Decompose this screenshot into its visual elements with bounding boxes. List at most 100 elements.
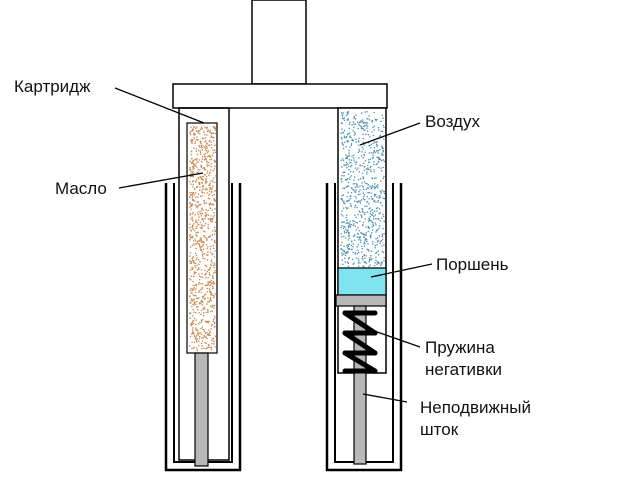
speckle: [361, 251, 363, 253]
speckle: [347, 118, 349, 120]
speckle: [207, 310, 209, 312]
speckle: [368, 142, 370, 144]
left-damper-rod: [194, 352, 209, 467]
speckle: [200, 313, 202, 316]
speckle: [205, 150, 207, 152]
speckle: [376, 156, 378, 158]
speckle: [340, 226, 342, 229]
speckle: [203, 202, 205, 205]
speckle: [357, 233, 359, 235]
speckle: [199, 141, 201, 143]
speckle: [373, 265, 376, 267]
speckle: [193, 317, 196, 319]
speckle: [190, 292, 192, 294]
speckle: [342, 144, 344, 146]
speckle: [206, 192, 208, 194]
speckle: [192, 220, 194, 222]
speckle: [357, 201, 359, 204]
speckle: [381, 234, 384, 236]
speckle: [193, 137, 196, 139]
speckle: [362, 133, 364, 135]
speckle: [383, 233, 385, 235]
speckle: [376, 150, 379, 152]
speckle: [342, 112, 344, 114]
speckle: [364, 151, 366, 153]
speckle: [346, 119, 348, 121]
speckle: [189, 235, 191, 237]
speckle: [340, 248, 342, 250]
speckle: [204, 214, 206, 216]
speckle: [367, 164, 369, 167]
speckle: [369, 216, 371, 218]
speckle: [340, 112, 343, 114]
speckle: [206, 303, 208, 305]
speckle: [201, 333, 203, 336]
speckle: [378, 227, 380, 229]
speckle: [358, 141, 360, 143]
speckle: [196, 160, 198, 163]
speckle: [191, 193, 194, 195]
speckle: [201, 345, 203, 347]
speckle: [207, 155, 209, 158]
speckle: [207, 251, 209, 253]
speckle: [204, 298, 206, 300]
speckle: [191, 194, 193, 196]
piston-seal: [335, 294, 387, 307]
spring-leader: [362, 326, 421, 348]
speckle: [199, 246, 201, 248]
speckle: [210, 328, 212, 330]
speckle: [373, 195, 376, 197]
speckle: [198, 216, 200, 218]
speckle: [191, 129, 193, 131]
speckle: [375, 252, 377, 254]
speckle: [365, 255, 367, 257]
speckle: [195, 303, 197, 306]
speckle: [196, 235, 198, 237]
speckle: [358, 265, 360, 267]
speckle: [348, 185, 350, 187]
speckle: [198, 340, 200, 342]
speckle: [203, 258, 206, 260]
speckle: [201, 241, 203, 243]
speckle: [379, 134, 381, 137]
speckle: [192, 332, 194, 334]
speckle: [355, 221, 357, 223]
speckle: [375, 218, 377, 220]
speckle: [196, 206, 198, 208]
speckle: [379, 212, 381, 214]
speckle: [191, 173, 193, 175]
speckle: [352, 121, 354, 123]
speckle: [200, 203, 202, 206]
speckle: [379, 190, 381, 192]
speckle: [208, 236, 210, 238]
speckle: [212, 230, 214, 232]
speckle: [212, 280, 214, 283]
speckle: [196, 172, 198, 174]
speckle: [343, 250, 345, 252]
speckle: [356, 183, 358, 185]
speckle: [341, 122, 343, 125]
speckle: [343, 225, 345, 228]
speckle: [212, 287, 214, 289]
speckle: [353, 223, 355, 225]
speckle: [198, 323, 200, 325]
speckle: [211, 262, 214, 264]
speckle: [363, 188, 365, 190]
speckle: [202, 167, 204, 170]
speckle: [357, 151, 360, 153]
speckle: [210, 339, 213, 341]
speckle: [358, 137, 360, 140]
speckle: [368, 261, 370, 263]
speckle: [193, 147, 195, 149]
cartridge-leader: [114, 87, 205, 124]
speckle: [201, 195, 203, 197]
speckle: [196, 136, 198, 138]
speckle: [203, 188, 205, 190]
speckle: [379, 149, 381, 151]
speckle: [366, 171, 368, 173]
speckle: [380, 240, 383, 242]
speckle: [346, 196, 348, 198]
speckle: [208, 174, 210, 177]
speckle: [214, 144, 216, 146]
speckle: [352, 220, 354, 222]
